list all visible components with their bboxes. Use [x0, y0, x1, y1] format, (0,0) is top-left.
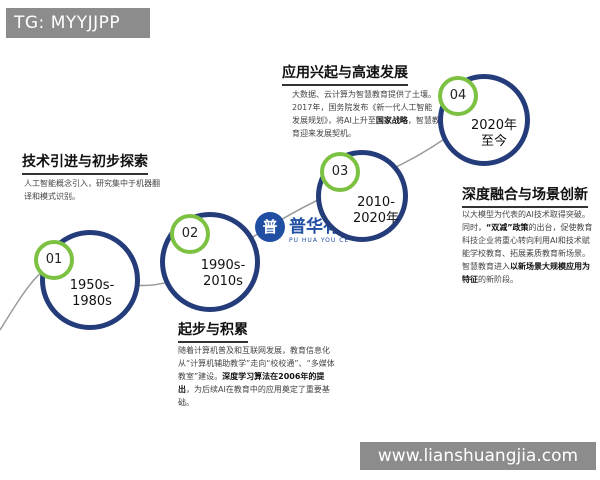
- stage-4-heading: 深度融合与场景创新: [462, 184, 588, 208]
- stage-2-era: 1990s- 2010s: [200, 258, 246, 289]
- watermark-url: www.lianshuangjia.com: [360, 442, 596, 470]
- stage-4-number-badge: 04: [438, 76, 478, 116]
- logo-mark-icon: 普: [255, 212, 285, 242]
- stage-4-era: 2020年 至今: [470, 118, 518, 149]
- stage-3-number-badge: 03: [320, 152, 360, 192]
- stage-4-ring: [438, 74, 530, 166]
- stage-3-description: 大数据、云计算为智慧教育提供了土壤。2017年，国务院发布《新一代人工智能发展规…: [292, 90, 440, 138]
- logo-subtitle: PU HUA YOU CE: [289, 237, 350, 244]
- company-logo: 普 普华有策 PU HUA YOU CE: [255, 210, 375, 252]
- stage-3-era: 2010- 2020年: [352, 195, 400, 226]
- stage-2-number-badge: 02: [170, 214, 210, 254]
- stage-1-description: 人工智能概念引入，研究集中于机器翻译和模式识别。: [24, 179, 160, 201]
- stage-1-heading: 技术引进与初步探索: [22, 151, 148, 175]
- stage-1-era: 1950s- 1980s: [69, 278, 115, 309]
- watermark-tag: TG: MYYJJPP: [6, 8, 150, 38]
- stage-2-heading: 起步与积累: [178, 319, 248, 343]
- stage-3-heading: 应用兴起与高速发展: [282, 62, 408, 86]
- stage-2-description: 随着计算机普及和互联网发展，教育信息化从“计算机辅助教学”走向“校校通”、“多媒…: [178, 346, 335, 407]
- stage-4-description: 以大模型为代表的AI技术取得突破。同时，“双减”政策的出台，促使教育科技企业将重…: [462, 210, 593, 284]
- stage-1-number-badge: 01: [34, 240, 74, 280]
